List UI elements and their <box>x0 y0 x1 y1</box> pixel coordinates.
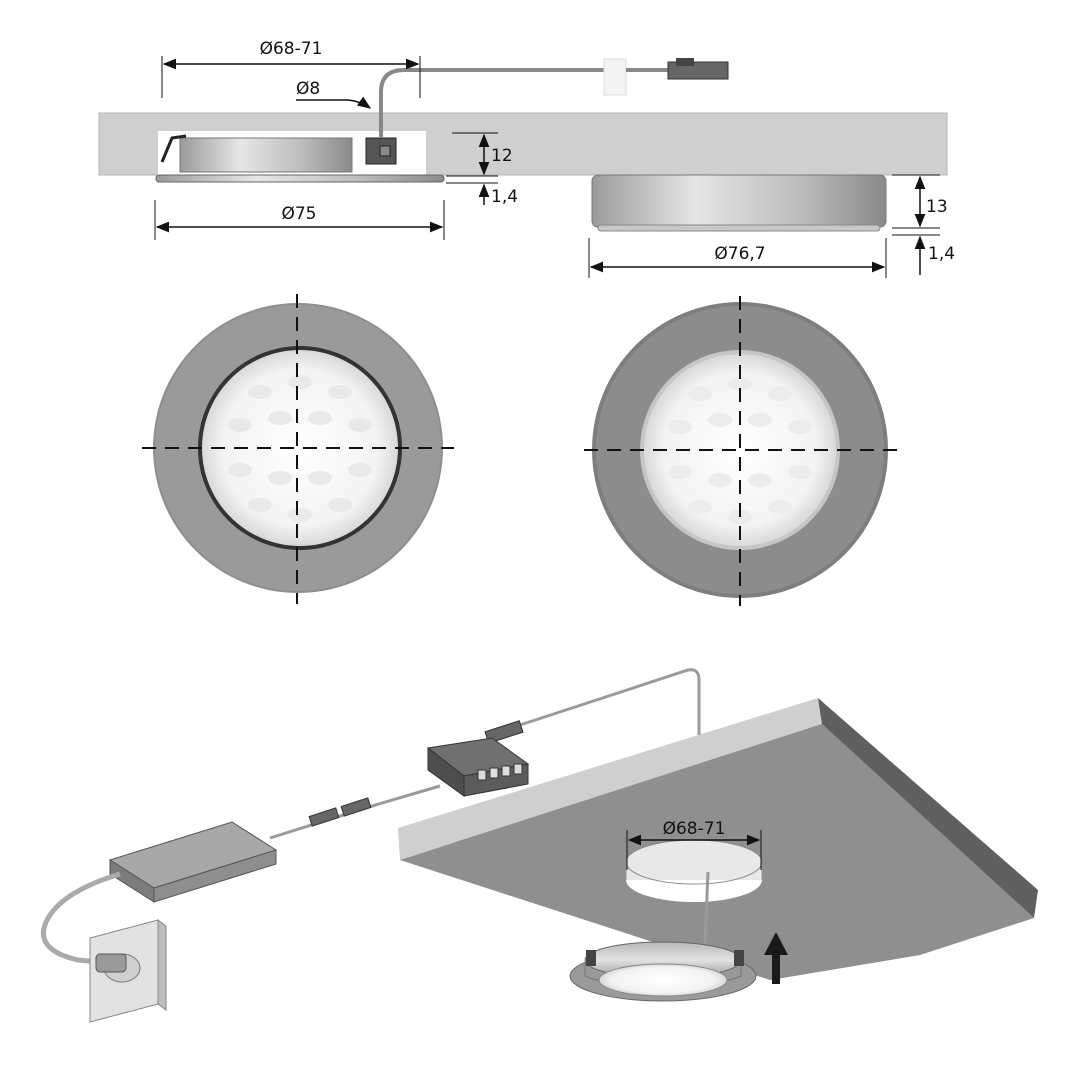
cable-clip <box>603 58 627 96</box>
side-elevation-group: Ø68-71 Ø8 12 1,4 Ø75 13 1,4 Ø76,7 <box>98 39 955 278</box>
recessed-flange-label: 1,4 <box>491 187 518 207</box>
front-view-recessed <box>142 294 454 604</box>
installed-light-lens <box>598 963 728 997</box>
cabinet-board-side-edge <box>818 698 1038 918</box>
surface-height-label: 13 <box>926 197 948 217</box>
cable-connector <box>667 61 729 80</box>
inline-connector-a <box>340 797 372 817</box>
insert-direction-arrow <box>764 932 788 984</box>
recessed-height-label: 12 <box>491 146 513 166</box>
surface-light-body <box>591 174 887 228</box>
led-lens-surface <box>644 354 836 546</box>
cable-diameter-label: Ø8 <box>296 79 320 99</box>
recessed-outer-diameter-label: Ø75 <box>281 204 316 224</box>
cable-plug <box>484 720 524 744</box>
surface-flange-label: 1,4 <box>928 244 955 264</box>
installation-illustration: Ø68-71 <box>40 668 1038 1023</box>
surface-outer-diameter-label: Ø76,7 <box>714 244 765 264</box>
surface-light-flange <box>597 224 881 232</box>
distributor-cable <box>269 784 441 840</box>
mains-plug <box>95 953 127 973</box>
led-dots-recessed <box>228 375 372 522</box>
recessed-light-body <box>179 137 353 173</box>
install-cutout-diameter-label: Ø68-71 <box>663 819 726 839</box>
recessed-cutout-diameter-label: Ø68-71 <box>260 39 323 59</box>
power-cable <box>379 68 605 138</box>
recessed-light-flange <box>155 174 445 183</box>
led-lens-recessed <box>202 350 398 546</box>
cabinet-board-front-edge <box>398 698 822 860</box>
front-view-surface <box>584 296 900 606</box>
inline-connector-b <box>308 807 340 827</box>
mounting-spring-left <box>160 134 187 163</box>
light-cable <box>519 668 701 735</box>
mains-cable <box>40 871 121 965</box>
